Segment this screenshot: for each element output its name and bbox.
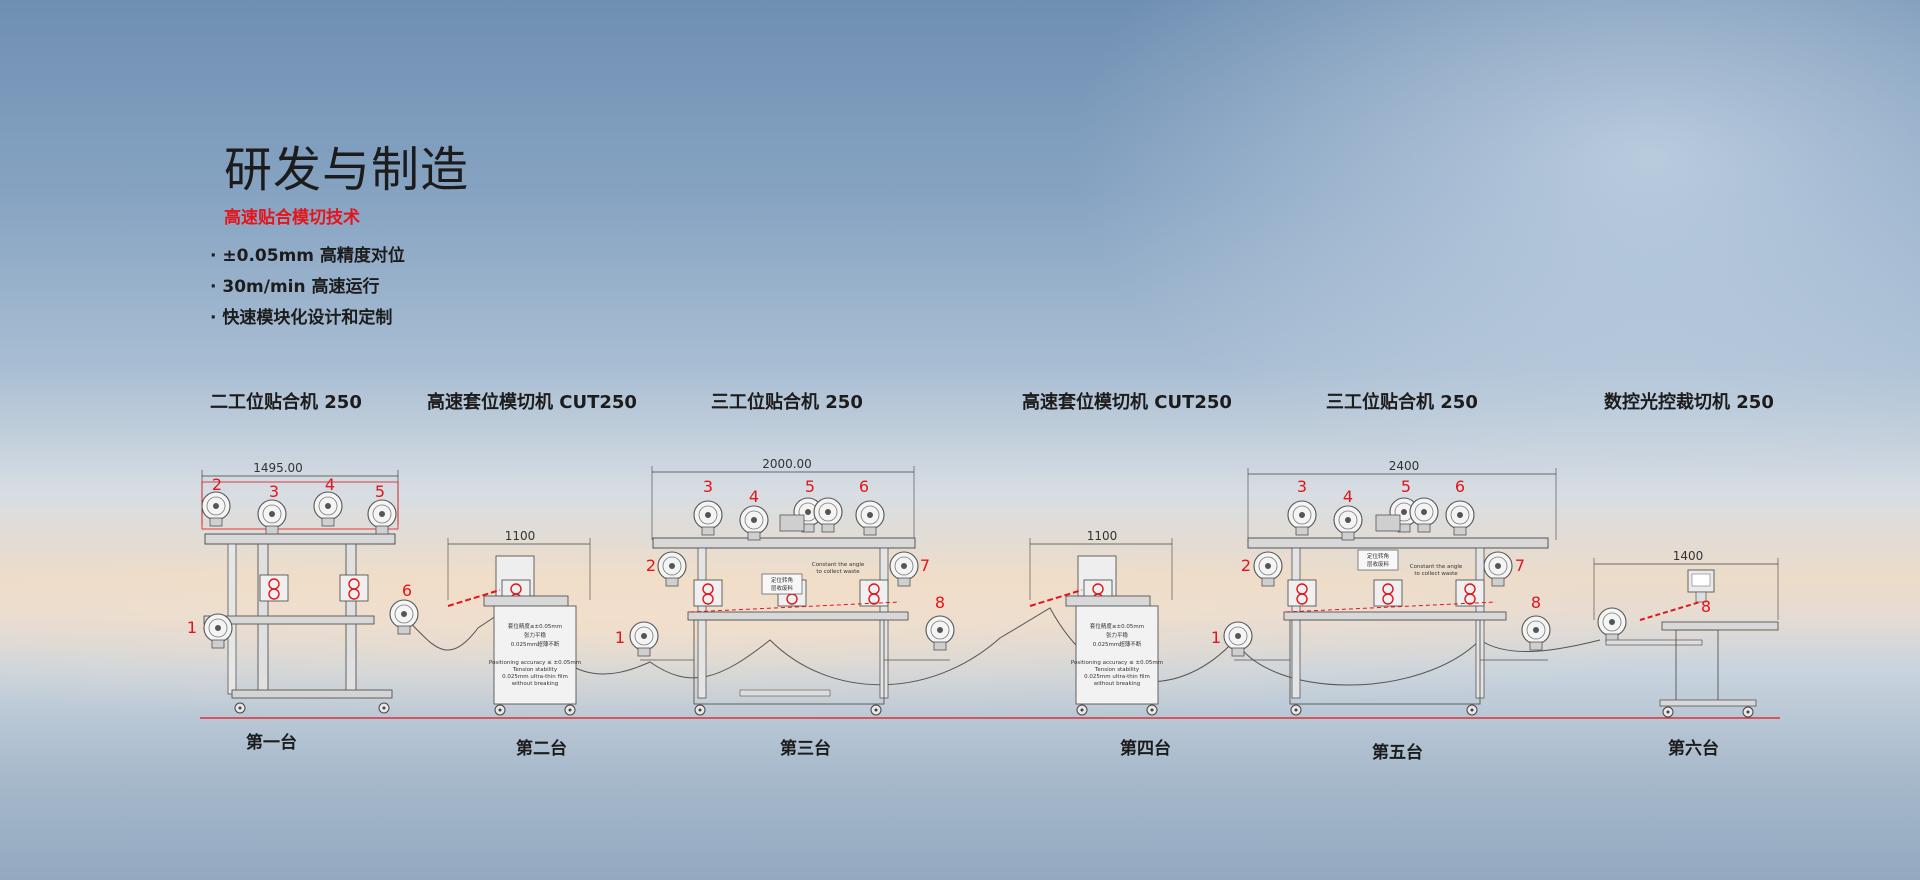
- machine-3-note-en-1: Constant the angle: [812, 562, 865, 568]
- machine-5-note-cn-1: 定位转角: [1367, 552, 1389, 560]
- machine-4-note-en-3: 0.025mm ultra-thin film: [1084, 674, 1150, 680]
- machine-5-label-5: 5: [1401, 477, 1411, 496]
- machine-4-note-cn-3: 0.025mm超薄不断: [1093, 640, 1142, 648]
- machine-1-label-6: 6: [402, 581, 412, 600]
- machine-4-note-en-4: without breaking: [1094, 681, 1141, 687]
- machine-4-note-en-1: Positioning accuracy ≤ ±0.05mm: [1071, 660, 1163, 666]
- machine-name-6: 数控光控裁切机 250: [1604, 392, 1774, 413]
- machine-4-note-cn-1: 套位精度≤±0.05mm: [1090, 622, 1144, 630]
- machine-5-label-3: 3: [1297, 477, 1307, 496]
- machine-1-label-5: 5: [375, 482, 385, 501]
- machine-name-3: 三工位贴合机 250: [711, 392, 863, 413]
- machine-2-note-en-2: Tension stability: [512, 667, 558, 673]
- machine-1-label-4: 4: [325, 475, 335, 494]
- feature-item-modular: · 快速模块化设计和定制: [210, 308, 393, 328]
- machine-5-label-6: 6: [1455, 477, 1465, 496]
- machine-5-label-1: 1: [1211, 628, 1221, 647]
- stage-label-5: 第五台: [1372, 743, 1423, 763]
- machine-name-4: 高速套位模切机 CUT250: [1022, 392, 1232, 413]
- machine-5-note-cn-2: 层收废料: [1367, 560, 1390, 568]
- machine-2-note-en-3: 0.025mm ultra-thin film: [502, 674, 568, 680]
- machine-3-drawing: 2000.00 定位转角 层收废料 Constant the angle to …: [615, 457, 955, 716]
- machine-1-label-1: 1: [187, 618, 197, 637]
- machine-3-label-2: 2: [646, 556, 656, 575]
- machine-2-note-cn-1: 套位精度≤±0.05mm: [508, 622, 562, 630]
- machine-3-label-1: 1: [615, 628, 625, 647]
- machine-2-note-cn-3: 0.025mm超薄不断: [511, 640, 560, 648]
- feature-item-speed: · 30m/min 高速运行: [210, 277, 380, 297]
- machine-4-drawing: 1100 套位精度≤±0.05mm 张力平稳 0.025mm超薄不断 Posit…: [1029, 529, 1173, 716]
- page-title: 研发与制造: [224, 142, 470, 198]
- stage-label-4: 第四台: [1120, 739, 1171, 759]
- machine-3-label-3: 3: [703, 477, 713, 496]
- machine-3-label-8: 8: [935, 593, 945, 612]
- machine-5-label-8: 8: [1531, 593, 1541, 612]
- machine-2-drawing: 1100 套位精度≤±0.05mm 张力平稳 0.025mm超薄不断 Posit…: [447, 529, 591, 716]
- machine-2-note-en-4: without breaking: [512, 681, 559, 687]
- machine-1-dimension: 1495.00: [253, 461, 303, 475]
- machine-3-note-en-2: to collect waste: [816, 569, 860, 575]
- machine-name-5: 三工位贴合机 250: [1326, 392, 1478, 413]
- stage-label-1: 第一台: [246, 733, 297, 753]
- machine-3-label-6: 6: [859, 477, 869, 496]
- stage-label-6: 第六台: [1668, 739, 1719, 759]
- machine-5-label-2: 2: [1241, 556, 1251, 575]
- machine-4-dimension: 1100: [1087, 529, 1118, 543]
- machine-1-label-2: 2: [212, 475, 222, 494]
- feature-list: · ±0.05mm 高精度对位 · 30m/min 高速运行 · 快速模块化设计…: [210, 244, 405, 337]
- machine-5-dimension: 2400: [1389, 459, 1420, 473]
- machine-3-note-cn-2: 层收废料: [771, 584, 794, 592]
- machine-3-dimension: 2000.00: [762, 457, 812, 471]
- machine-5-drawing: 2400 定位转角 层收废料 Constant the angle to col…: [1211, 459, 1557, 716]
- machine-6-dimension: 1400: [1673, 549, 1704, 563]
- machine-5-label-7: 7: [1515, 556, 1525, 575]
- stage-label-3: 第三台: [780, 739, 831, 759]
- machine-5-note-en-1: Constant the angle: [1410, 564, 1463, 570]
- machine-3-label-4: 4: [749, 487, 759, 506]
- machine-name-1: 二工位贴合机 250: [210, 392, 362, 413]
- machine-6-label-8: 8: [1701, 597, 1711, 616]
- machine-2-note-en-1: Positioning accuracy ≤ ±0.05mm: [489, 660, 581, 666]
- machine-3-label-7: 7: [920, 556, 930, 575]
- machine-3-label-5: 5: [805, 477, 815, 496]
- machine-2-dimension: 1100: [505, 529, 536, 543]
- machine-4-note-en-2: Tension stability: [1094, 667, 1140, 673]
- machine-6-drawing: 1400 8: [1593, 549, 1779, 718]
- machine-1-drawing: 1495.00 2 3 4 5 1 6: [187, 461, 419, 714]
- stage-label-2: 第二台: [516, 739, 567, 759]
- machine-name-2: 高速套位模切机 CUT250: [427, 392, 637, 413]
- machine-1-label-3: 3: [269, 482, 279, 501]
- machine-5-note-en-2: to collect waste: [1414, 571, 1458, 577]
- machine-3-note-cn-1: 定位转角: [771, 576, 793, 584]
- machine-2-note-cn-2: 张力平稳: [524, 631, 547, 639]
- page-subtitle: 高速贴合模切技术: [224, 208, 360, 228]
- machine-5-label-4: 4: [1343, 487, 1353, 506]
- feature-item-precision: · ±0.05mm 高精度对位: [210, 246, 405, 266]
- machine-4-note-cn-2: 张力平稳: [1106, 631, 1129, 639]
